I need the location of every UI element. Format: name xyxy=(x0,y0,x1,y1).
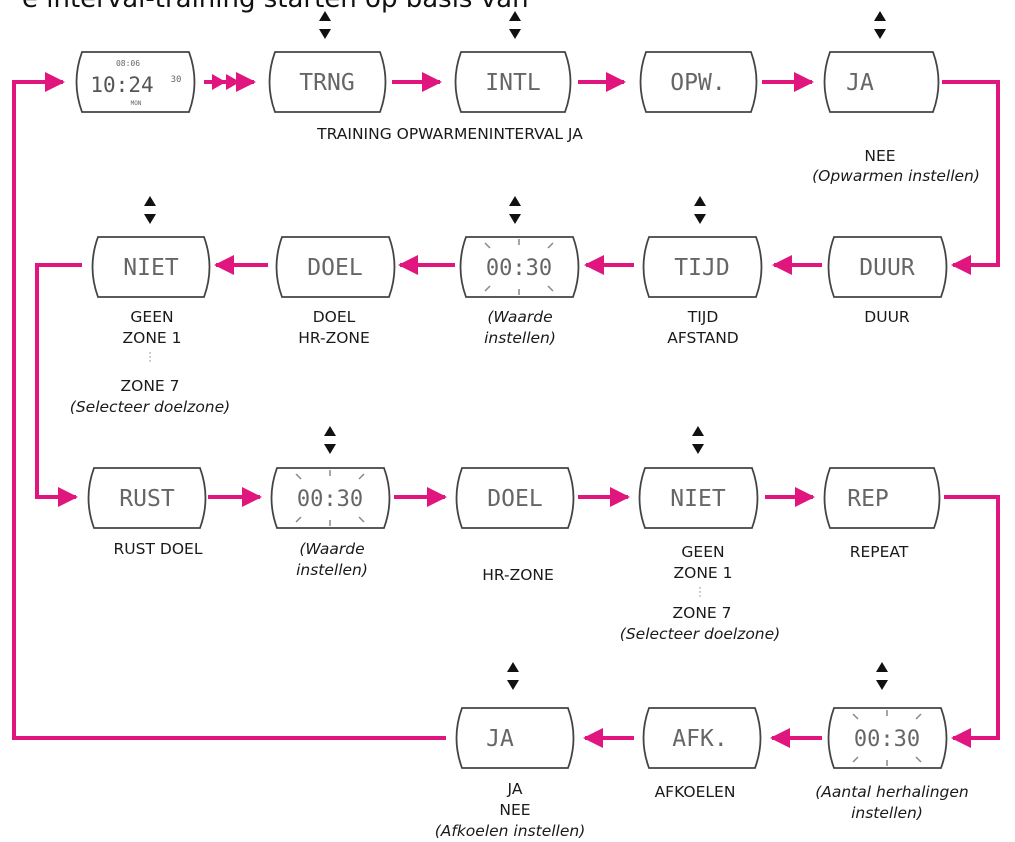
row3-zone-note: (Selecteer doelzone) xyxy=(619,625,781,643)
row2-afstand: AFSTAND xyxy=(667,329,739,347)
updown-icon xyxy=(876,662,888,690)
row2-geen: GEEN xyxy=(130,308,174,326)
watch-display-clock xyxy=(75,51,196,113)
lcd-opw: OPW. xyxy=(670,70,725,96)
watch-display-rep xyxy=(823,467,941,529)
clock-date: MON xyxy=(131,100,142,107)
watch-display-value-2 xyxy=(459,236,580,298)
updown-icon xyxy=(509,11,521,39)
row3-hrzone: HR-ZONE xyxy=(482,566,554,584)
lcd-afk: AFK. xyxy=(672,726,727,752)
row4-nee: NEE xyxy=(499,801,531,819)
watch-display-tijd xyxy=(642,236,763,298)
row3-zone1: ZONE 1 xyxy=(673,564,733,582)
watch-display-niet-3 xyxy=(638,467,759,529)
row3-waarde-1: (Waarde xyxy=(299,540,365,558)
watch-display-niet-2 xyxy=(91,236,211,298)
arrow-return-to-start xyxy=(12,80,446,740)
updown-icons xyxy=(144,11,888,690)
arrow-row1-to-row2 xyxy=(942,80,1000,275)
updown-icon xyxy=(509,196,521,224)
lcd-value-3: 00:30 xyxy=(297,487,363,512)
flash-marks xyxy=(295,239,922,766)
watch-display-afk xyxy=(642,707,762,769)
lcd-doel-3: DOEL xyxy=(487,486,542,512)
lcd-niet-3: NIET xyxy=(670,486,726,512)
row2-waarde-1: (Waarde xyxy=(487,308,553,326)
row4-note: (Afkoelen instellen) xyxy=(434,822,586,840)
row2-doel: DOEL xyxy=(312,308,356,326)
watch-display-doel-2 xyxy=(275,236,396,298)
row2-zone-dots: ··· xyxy=(148,349,152,367)
updown-icon xyxy=(324,426,336,454)
row3-repeat: REPEAT xyxy=(849,543,909,561)
clock-top: 08:06 xyxy=(116,59,140,68)
lcd-tijd: TIJD xyxy=(674,255,729,281)
arrow-row3-to-row4 xyxy=(944,495,1000,748)
lcd-trng: TRNG xyxy=(299,70,354,96)
lcd-value-2: 00:30 xyxy=(486,256,552,281)
lcd-rep: REP xyxy=(847,486,889,512)
watch-display-intl xyxy=(454,51,572,113)
row2-zone-note: (Selecteer doelzone) xyxy=(69,398,231,416)
watch-display-value-3 xyxy=(270,467,391,529)
row3-waarde-2: instellen) xyxy=(296,561,368,579)
double-arrow-head xyxy=(212,74,226,90)
row2-hrzone: HR-ZONE xyxy=(298,329,370,347)
watch-display-ja-4 xyxy=(455,707,575,769)
watch-display-opw xyxy=(639,51,758,113)
row3-zone-dots: ··· xyxy=(698,584,702,602)
row4-ja: JA xyxy=(507,780,523,798)
lcd-ja-1: JA xyxy=(846,70,874,96)
row2-duur: DUUR xyxy=(864,308,910,326)
lcd-duur: DUUR xyxy=(859,255,915,281)
updown-icon xyxy=(692,426,704,454)
row1-nee: NEE xyxy=(864,147,896,165)
watch-display-rust xyxy=(87,467,207,529)
clock-time: 10:24 xyxy=(90,73,153,97)
lcd-rust: RUST xyxy=(119,486,175,512)
updown-icon xyxy=(319,11,331,39)
lcd-ja-4: JA xyxy=(486,726,514,752)
flow-arrows xyxy=(12,72,1000,748)
heading: e interval-training starten op basis van xyxy=(22,0,529,14)
row4-aantal-2: instellen) xyxy=(851,804,923,822)
lcd-value-4: 00:30 xyxy=(854,727,920,752)
lcd-intl: INTL xyxy=(485,70,540,96)
row4-aantal-1: (Aantal herhalingen xyxy=(815,783,969,801)
row1-nee-note: (Opwarmen instellen) xyxy=(812,167,980,185)
row3-zone7: ZONE 7 xyxy=(672,604,732,622)
row3-rust: RUST DOEL xyxy=(113,540,203,558)
row4-afkoelen: AFKOELEN xyxy=(654,783,736,801)
updown-icon xyxy=(874,11,886,39)
arrow-row2-to-row3 xyxy=(35,263,82,507)
lcd-texts: 08:06 10:24 30 MON TRNG INTL OPW. JA NIE… xyxy=(90,59,920,752)
updown-icon xyxy=(694,196,706,224)
watch-display-value-4 xyxy=(827,707,948,769)
row2-waarde-2: instellen) xyxy=(484,329,556,347)
lcd-niet-2: NIET xyxy=(123,255,179,281)
watch-display-doel-3 xyxy=(455,467,575,529)
watch-displays xyxy=(75,51,948,769)
row2-zone1: ZONE 1 xyxy=(122,329,182,347)
row2-tijd: TIJD xyxy=(687,308,719,326)
updown-icon xyxy=(144,196,156,224)
double-arrow-head xyxy=(226,74,240,90)
watch-display-trng xyxy=(268,51,387,113)
updown-icon xyxy=(507,662,519,690)
clock-seconds: 30 xyxy=(171,75,182,85)
watch-display-ja-1 xyxy=(823,51,940,113)
row2-zone7: ZONE 7 xyxy=(120,377,180,395)
row3-geen: GEEN xyxy=(681,543,725,561)
lcd-doel-2: DOEL xyxy=(307,255,362,281)
watch-display-duur xyxy=(827,236,948,298)
row1-caption: TRAINING OPWARMENINTERVAL JA xyxy=(317,125,583,143)
